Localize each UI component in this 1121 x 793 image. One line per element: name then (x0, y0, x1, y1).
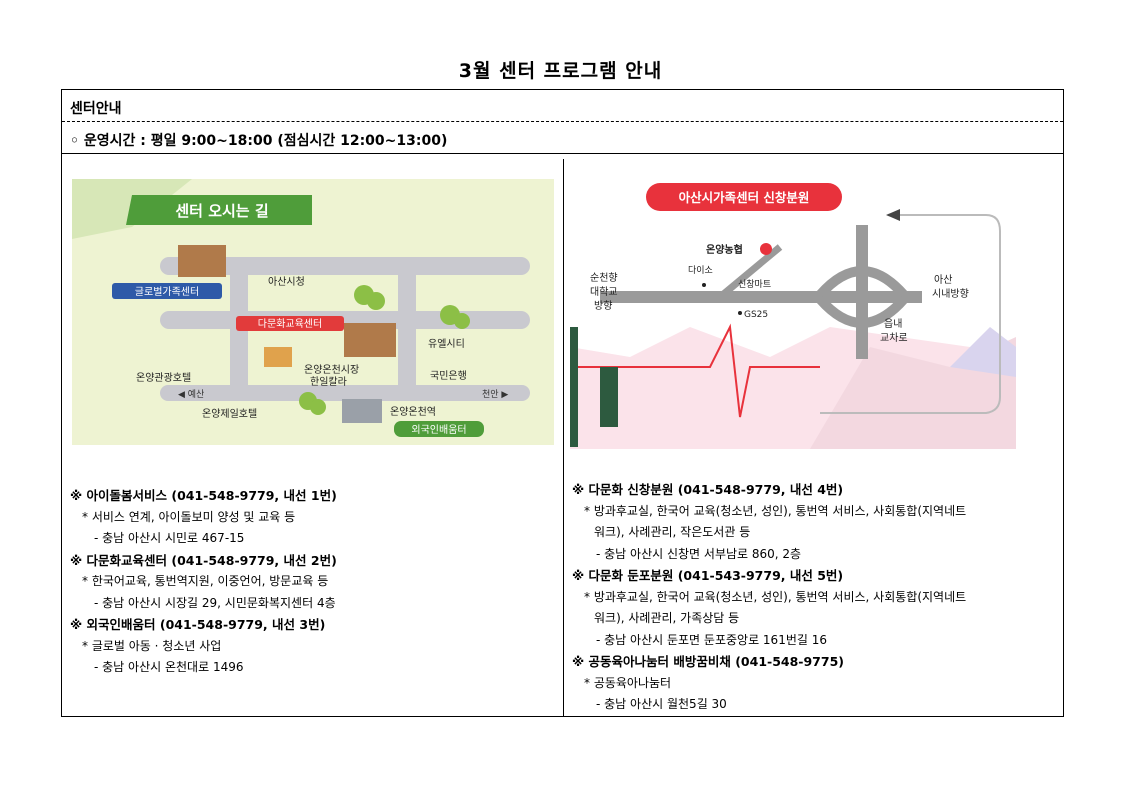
info-line: * 공동육아나눔터 (584, 675, 672, 690)
label-gs25: GS25 (744, 310, 768, 320)
label-onyang-station: 온양온천역 (390, 406, 436, 418)
info-line: ※ 다문화 둔포분원 (041-543-9779, 내선 5번) (572, 568, 844, 583)
info-line: - 충남 아산시 시장길 29, 시민문화복지센터 4층 (94, 595, 336, 610)
section-label: 센터안내 (62, 90, 1063, 122)
label-hanil-color: 한일칼라 (310, 375, 347, 388)
label-asan-city-hall: 아산시청 (268, 276, 305, 288)
info-line: * 한국어교육, 통번역지원, 이중언어, 방문교육 등 (82, 574, 329, 588)
info-line: - 충남 아산시 월천5길 30 (596, 697, 727, 711)
label-asan-downtown-2: 시내방향 (932, 288, 969, 300)
map-banner-text: 센터 오시는 길 (175, 202, 268, 220)
right-column: 아산시가족센터 신창분원 온양농협 다이소 신창마트 GS25 순천향 대학교 … (564, 159, 1063, 716)
label-yuel-city: 유엘시티 (428, 337, 465, 350)
info-line: ※ 외국인배움터 (041-548-9779, 내선 3번) (70, 617, 326, 632)
left-info-list: ※ 아이돌봄서비스 (041-548-9779, 내선 1번) * 서비스 연계… (70, 485, 558, 679)
center-directions-map: 센터 오시는 길 글로벌가족센터 아산시청 다문화교육센터 유엘시 (72, 179, 554, 445)
label-multicultural-center: 다문화교육센터 (258, 318, 322, 330)
info-line: * 서비스 연계, 아이돌보미 양성 및 교육 등 (82, 509, 296, 524)
branch-directions-map: 아산시가족센터 신창분원 온양농협 다이소 신창마트 GS25 순천향 대학교 … (570, 177, 1016, 449)
label-shinchang-mart: 신창마트 (738, 279, 771, 290)
label-eupnae-1: 읍내 (884, 318, 902, 330)
label-eupnae-2: 교차로 (880, 332, 908, 344)
info-line: ※ 공동육아나눔터 배방꿈비채 (041-548-9775) (572, 654, 844, 669)
label-asan-downtown-1: 아산 (934, 274, 952, 286)
label-onyang-hotel: 온양관광호텔 (136, 372, 191, 384)
info-line: * 방과후교실, 한국어 교육(청소년, 성인), 통번역 서비스, 사회통합(… (584, 503, 967, 518)
right-info-list: ※ 다문화 신창분원 (041-548-9779, 내선 4번) * 방과후교실… (572, 479, 1060, 716)
info-line: * 글로벌 아동 · 청소년 사업 (82, 638, 222, 653)
branch-banner-text: 아산시가족센터 신창분원 (679, 190, 810, 205)
info-line: 워크), 사례관리, 작은도서관 등 (594, 525, 751, 539)
page-title: 3월 센터 프로그램 안내 (458, 60, 663, 82)
label-daiso: 다이소 (688, 265, 713, 276)
label-onyang-nonghyup: 온양농협 (706, 243, 743, 256)
label-soonchunhyang-1: 순천향 (590, 272, 618, 284)
info-line: 워크), 사례관리, 가족상담 등 (594, 611, 740, 625)
info-line: * 방과후교실, 한국어 교육(청소년, 성인), 통번역 서비스, 사회통합(… (584, 589, 967, 604)
label-soonchunhyang-3: 방향 (594, 300, 612, 312)
label-global-center: 글로벌가족센터 (135, 286, 199, 298)
label-yesan: ◀ 예산 (178, 389, 204, 400)
left-column: 센터 오시는 길 글로벌가족센터 아산시청 다문화교육센터 유엘시 (62, 159, 564, 716)
info-line: ※ 다문화 신창분원 (041-548-9779, 내선 4번) (572, 482, 844, 497)
label-jeil-hotel: 온양제일호텔 (202, 408, 257, 420)
label-cheonan: 천안 ▶ (482, 389, 508, 400)
label-onyang-market: 온양온천시장 (304, 364, 359, 376)
operating-hours: ◦ 운영시간 : 평일 9:00~18:00 (점심시간 12:00~13:00… (62, 122, 1063, 154)
info-line: ※ 아이돌봄서비스 (041-548-9779, 내선 1번) (70, 488, 337, 503)
info-line: - 충남 아산시 온천대로 1496 (94, 660, 244, 674)
info-line: ※ 다문화교육센터 (041-548-9779, 내선 2번) (70, 552, 337, 568)
info-line: - 충남 아산시 시민로 467-15 (94, 531, 245, 545)
label-foreign-learning: 외국인배움터 (411, 424, 466, 436)
info-line: - 충남 아산시 둔포면 둔포중앙로 161번길 16 (596, 632, 827, 647)
center-info-table: 센터안내 ◦ 운영시간 : 평일 9:00~18:00 (점심시간 12:00~… (61, 89, 1064, 717)
label-kb-bank: 국민은행 (430, 370, 467, 382)
info-line: - 충남 아산시 신창면 서부남로 860, 2층 (596, 546, 802, 561)
label-soonchunhyang-2: 대학교 (590, 286, 618, 298)
